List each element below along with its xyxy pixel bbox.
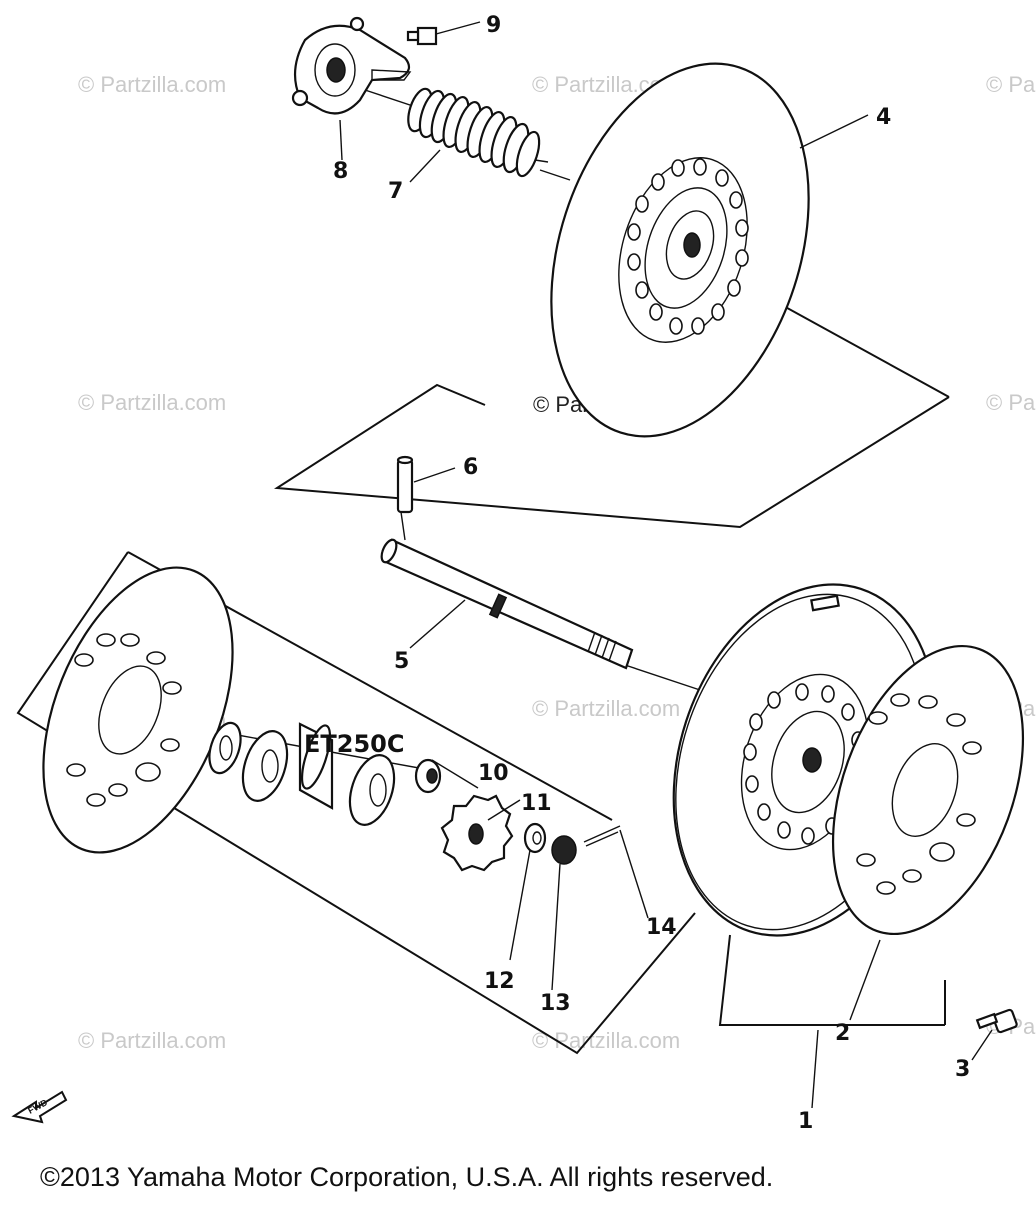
callout-7[interactable]: 7 (388, 179, 403, 204)
part-8-spider-cam[interactable] (291, 16, 412, 161)
fwd-arrow-icon: FWD (11, 1090, 68, 1124)
bearing-center[interactable] (235, 726, 295, 807)
part-2-cover-plate[interactable] (797, 620, 1036, 960)
copyright-text: ©2013 Yamaha Motor Corporation, U.S.A. A… (40, 1162, 773, 1192)
leader-12 (509, 849, 531, 961)
callout-4[interactable]: 4 (876, 105, 891, 130)
part-6-pin[interactable] (396, 455, 456, 514)
leader-13 (551, 863, 561, 991)
watermark: © Partzilla.com (532, 696, 680, 721)
leader-4 (799, 114, 869, 149)
spacer-collar[interactable] (296, 722, 335, 810)
part-4-fixed-sheave[interactable] (507, 30, 854, 469)
leader-14 (619, 829, 649, 919)
watermark: © Partzilla.com (986, 390, 1036, 415)
watermark: © Partzilla.com (78, 390, 226, 415)
axis-line-spring-2 (539, 169, 571, 181)
model-label: ET250C (304, 730, 404, 758)
callout-10[interactable]: 10 (478, 761, 509, 786)
plate-2-holes (856, 693, 982, 895)
leader-6 (413, 467, 456, 483)
callout-11[interactable]: 11 (521, 791, 552, 816)
leader-11 (487, 799, 521, 821)
callout-numbers: 1 2 3 4 5 6 7 8 9 10 11 12 13 14 (333, 13, 970, 1134)
axis-line-shaft (624, 664, 701, 691)
bottom-bracket (718, 934, 945, 1026)
leader-1 (811, 1029, 819, 1109)
part-3-bolt[interactable] (971, 1008, 1018, 1061)
bearing-left[interactable] (204, 719, 247, 777)
callout-2[interactable]: 2 (835, 1021, 850, 1046)
callout-6[interactable]: 6 (463, 455, 478, 480)
shaft-thread (587, 631, 617, 662)
leader-2 (849, 939, 881, 1021)
callout-8[interactable]: 8 (333, 159, 348, 184)
callout-13[interactable]: 13 (540, 991, 571, 1016)
leader-5 (409, 599, 466, 649)
part-11-sprocket[interactable] (440, 794, 521, 872)
bearing-right[interactable] (342, 750, 402, 831)
leader-7 (409, 149, 441, 183)
part-10-collar[interactable] (414, 758, 479, 794)
watermark: © Partzilla.com (532, 1028, 680, 1053)
callout-5[interactable]: 5 (394, 649, 409, 674)
callout-1[interactable]: 1 (798, 1109, 813, 1134)
leader-8 (339, 119, 343, 161)
lower-sheave-plate[interactable] (6, 540, 270, 880)
part-7-spring[interactable] (404, 86, 549, 179)
callout-12[interactable]: 12 (484, 969, 515, 994)
upper-group-bracket (273, 383, 950, 529)
leader-9 (435, 21, 481, 35)
part-14-cotter-pin[interactable] (583, 825, 649, 919)
sheave-4-holes (627, 158, 749, 335)
part-12-washer[interactable] (509, 822, 547, 961)
et250c-subassembly (6, 540, 649, 991)
watermark: © Partzilla.com (986, 72, 1036, 97)
watermark: © Partzilla.com (78, 72, 226, 97)
leader-3 (971, 1029, 993, 1061)
watermark: © Partzilla.com (78, 1028, 226, 1053)
leader-lines (409, 114, 881, 1109)
callout-14[interactable]: 14 (646, 915, 677, 940)
lower-group-bracket (16, 551, 696, 1055)
part-5-shaft[interactable] (379, 538, 634, 670)
leader-10 (431, 759, 479, 789)
callout-3[interactable]: 3 (955, 1057, 970, 1082)
callout-9[interactable]: 9 (486, 13, 501, 38)
part-13-nut[interactable] (551, 835, 577, 991)
part-9-fitting[interactable] (406, 21, 481, 46)
